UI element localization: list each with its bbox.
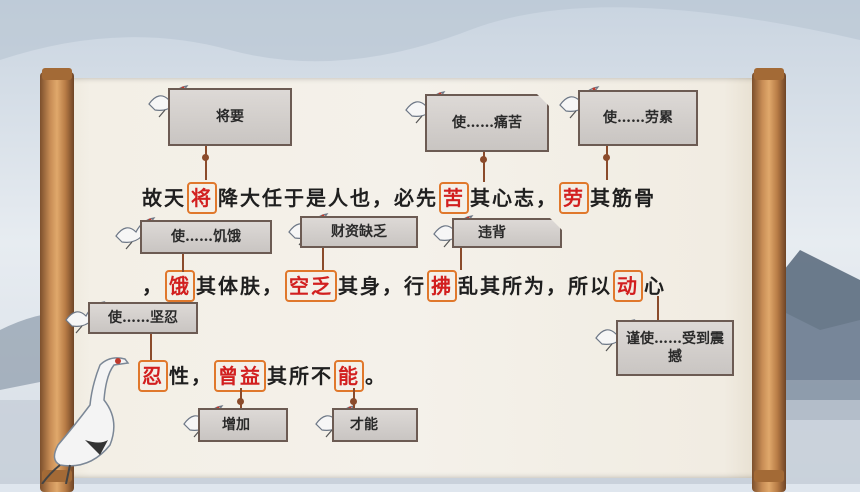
connector-line bbox=[483, 152, 485, 182]
gloss-text: 违背 bbox=[478, 225, 506, 241]
connector-dot bbox=[237, 398, 244, 405]
gloss-text: 使……坚忍 bbox=[108, 310, 178, 326]
highlight-lao: 劳 bbox=[559, 182, 589, 214]
rod-cap bbox=[42, 68, 72, 80]
connector-dot bbox=[603, 154, 610, 161]
rod-cap bbox=[754, 470, 784, 482]
gloss-text: 使……痛苦 bbox=[452, 115, 522, 131]
gloss-text: 谨使……受到震撼 bbox=[626, 331, 724, 365]
text-span: 性， bbox=[169, 364, 213, 388]
text-span: 。 bbox=[365, 364, 387, 388]
crane-illustration bbox=[41, 357, 130, 484]
gloss-text: 才能 bbox=[350, 417, 378, 433]
highlight-ku: 苦 bbox=[439, 182, 469, 214]
gloss-text: 将要 bbox=[216, 109, 244, 125]
highlight-jiang: 将 bbox=[187, 182, 217, 214]
sentence-line-1: 故天将降大任于是人也，必先苦其心志，劳其筋骨 bbox=[142, 182, 656, 214]
connector-line bbox=[205, 146, 207, 180]
gloss-text: 增加 bbox=[222, 417, 250, 433]
gloss-e: 使……饥饿 bbox=[140, 220, 272, 254]
gloss-ren: 使……坚忍 bbox=[88, 302, 198, 334]
highlight-dong: 动 bbox=[613, 270, 643, 302]
highlight-neng: 能 bbox=[334, 360, 364, 392]
text-span: 其所不 bbox=[267, 364, 333, 388]
text-span: ， bbox=[142, 274, 164, 298]
connector-line bbox=[657, 296, 659, 320]
text-span: 故天 bbox=[142, 186, 186, 210]
highlight-fu: 拂 bbox=[427, 270, 457, 302]
connector-line bbox=[150, 334, 152, 360]
highlight-e: 饿 bbox=[165, 270, 195, 302]
connector-dot bbox=[350, 398, 357, 405]
gloss-ku: 使……痛苦 bbox=[425, 94, 549, 152]
text-span: 其筋骨 bbox=[590, 186, 656, 210]
connector-dot bbox=[202, 154, 209, 161]
connector-line bbox=[460, 248, 462, 270]
gloss-fu: 违背 bbox=[452, 218, 562, 248]
connector-line bbox=[606, 146, 608, 180]
scroll-rod-left bbox=[40, 72, 74, 492]
highlight-ren: 忍 bbox=[138, 360, 168, 392]
gloss-kongfa: 财资缺乏 bbox=[300, 216, 418, 248]
gloss-jiang: 将要 bbox=[168, 88, 292, 146]
text-span: 其体肤， bbox=[196, 274, 284, 298]
text-span: 其心志， bbox=[470, 186, 558, 210]
scroll-rod-right bbox=[752, 72, 786, 492]
highlight-kongfa: 空乏 bbox=[285, 270, 337, 302]
text-span: 心 bbox=[644, 274, 666, 298]
text-span: 降大任于是人也，必先 bbox=[218, 186, 438, 210]
gloss-zengyi: 增加 bbox=[198, 408, 288, 442]
gloss-dong: 谨使……受到震撼 bbox=[616, 320, 734, 376]
sentence-line-3: 忍性，曾益其所不能。 bbox=[137, 360, 387, 392]
gloss-neng: 才能 bbox=[332, 408, 418, 442]
text-span: 其身，行 bbox=[338, 274, 426, 298]
gloss-text: 使……劳累 bbox=[603, 110, 673, 126]
connector-dot bbox=[480, 156, 487, 163]
rod-cap bbox=[42, 470, 72, 482]
gloss-text: 财资缺乏 bbox=[331, 224, 387, 240]
connector-line bbox=[182, 254, 184, 272]
text-span: 乱其所为，所以 bbox=[458, 274, 612, 298]
connector-line bbox=[322, 248, 324, 270]
gloss-text: 使……饥饿 bbox=[171, 229, 241, 245]
rod-cap bbox=[754, 68, 784, 80]
gloss-lao: 使……劳累 bbox=[578, 90, 698, 146]
sentence-line-2: ，饿其体肤，空乏其身，行拂乱其所为，所以动心 bbox=[142, 270, 666, 302]
